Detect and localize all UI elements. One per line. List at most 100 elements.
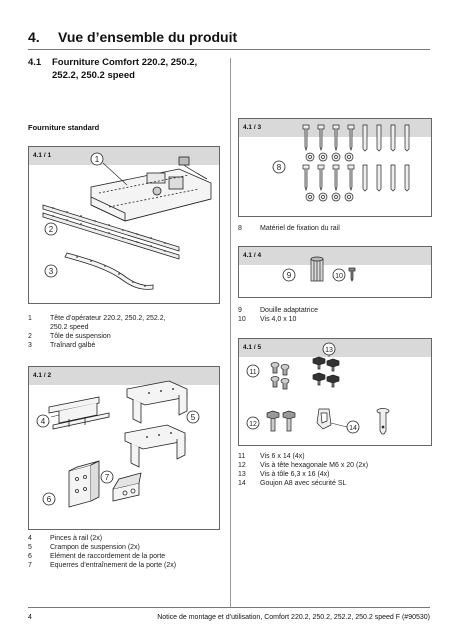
screw-6x14-drawing <box>270 362 290 390</box>
legend-text: Tôle de suspension <box>50 333 111 340</box>
callout-1 <box>90 152 104 166</box>
brackets-illustration: 4 5 6 7 <box>36 380 200 508</box>
footer-text: Notice de montage et d’utilisation, Comf… <box>157 614 430 621</box>
legend-num: 3 <box>28 342 32 349</box>
door-connection-drawing <box>68 460 100 508</box>
legend-fixing-hardware: 8 Matériel de fixation du rail <box>238 224 430 233</box>
legend-item: 5 Crampon de suspension (2x) <box>28 543 228 552</box>
legend-item: 6 Elément de raccordement de la porte <box>28 552 228 561</box>
callout-9 <box>282 268 296 282</box>
safety-clip-drawing <box>316 408 332 430</box>
legend-num: 14 <box>238 480 246 487</box>
legend-text: Matériel de fixation du rail <box>260 225 340 232</box>
fixing-hardware-illustration: 8 <box>272 124 410 202</box>
legend-text: Traînard galbé <box>50 342 96 349</box>
screw-small-drawing <box>348 267 356 282</box>
callout-3-label: 3 <box>49 267 54 276</box>
adapter-illustration: 9 10 <box>282 256 356 282</box>
suspension-plates-drawing <box>42 204 180 260</box>
callout-8-label: 8 <box>277 163 282 172</box>
legend-item: 9 Douille adaptatrice <box>238 306 430 315</box>
legend-item: 8 Matériel de fixation du rail <box>238 224 430 233</box>
column-divider <box>230 58 231 608</box>
bolt-a8-drawing <box>376 408 390 435</box>
legend-num: 13 <box>238 471 246 478</box>
screws-illustration: 13 11 12 14 <box>246 342 390 435</box>
header-divider <box>28 49 430 50</box>
legend-item: 11 Vis 6 x 14 (4x) <box>238 452 430 461</box>
legend-num: 5 <box>28 544 32 551</box>
legend-num: 4 <box>28 535 32 542</box>
legend-text: 250.2 speed <box>50 324 89 331</box>
figure-brackets: 4.1 / 2 <box>28 366 220 530</box>
callout-10-label: 10 <box>335 273 343 280</box>
rail-clamp-drawing <box>48 396 110 430</box>
legend-item: 7 Equerres d’entraînement de la porte (2x… <box>28 561 228 570</box>
legend-num <box>28 323 50 332</box>
callout-6 <box>42 492 56 506</box>
legend-text: Douille adaptatrice <box>260 307 318 314</box>
chapter-title: Vue d’ensemble du produit <box>58 29 238 45</box>
legend-num: 6 <box>28 553 32 560</box>
screws-and-plugs-drawing <box>302 124 410 202</box>
callout-2 <box>44 222 58 236</box>
figure-adapter: 4.1 / 4 9 10 <box>238 246 432 298</box>
callout-13 <box>322 342 336 356</box>
figure-fixing-hardware: 4.1 / 3 <box>238 118 432 217</box>
legend-text: Crampon de suspension (2x) <box>50 544 140 551</box>
legend-item: 13 Vis à tôle 6,3 x 16 (4x) <box>238 470 430 479</box>
callout-7 <box>100 470 114 484</box>
legend-text: Tête d’opérateur 220.2, 250.2, 252.2, <box>50 315 166 322</box>
footer-divider <box>28 607 430 608</box>
callout-3 <box>44 264 58 278</box>
callout-2-label: 2 <box>49 225 54 234</box>
subsection-title: Fourniture standard <box>28 123 100 132</box>
hex-bolt-drawing <box>266 410 296 432</box>
callout-10 <box>332 268 346 282</box>
section-title-line1: Fourniture Comfort 220.2, 250.2, <box>52 57 198 68</box>
legend-num: 7 <box>28 562 32 569</box>
figure-tag: 4.1 / 1 <box>29 147 219 165</box>
adapter-sleeve-drawing <box>310 256 324 282</box>
suspension-crampon-drawing <box>124 380 188 468</box>
legend-text: Equerres d’entraînement de la porte (2x) <box>50 562 177 569</box>
callout-5-label: 5 <box>191 413 196 422</box>
figure-tag: 4.1 / 2 <box>29 367 219 385</box>
callout-6-label: 6 <box>47 495 52 504</box>
operator-illustration: 1 2 3 <box>42 152 212 290</box>
legend-text: Vis à tête hexagonale M6 x 20 (2x) <box>260 462 369 469</box>
trailing-arm-drawing <box>64 252 154 290</box>
legend-num: 12 <box>238 462 246 469</box>
callout-14 <box>346 420 360 434</box>
legend-item: 12 Vis à tête hexagonale M6 x 20 (2x) <box>238 461 430 470</box>
operator-head-drawing <box>90 156 212 222</box>
legend-num: 9 <box>238 307 242 314</box>
callout-1-label: 1 <box>95 155 100 164</box>
callout-4-label: 4 <box>41 417 46 426</box>
callout-11 <box>246 364 260 378</box>
legend-item: 250.2 speed <box>28 323 218 332</box>
section-title-line2: 252.2, 250.2 speed <box>52 70 135 81</box>
sheet-metal-screw-drawing <box>312 356 340 388</box>
callout-9-label: 9 <box>287 271 292 280</box>
figure-operator: 4.1 / 1 <box>28 146 220 304</box>
figure-tag: 4.1 / 4 <box>239 247 431 265</box>
legend-text: Vis 6 x 14 (4x) <box>260 453 305 460</box>
legend-num: 8 <box>238 225 242 232</box>
page-number: 4 <box>28 614 32 621</box>
legend-item: 3 Traînard galbé <box>28 341 218 350</box>
legend-text: Vis 4,0 x 10 <box>260 316 297 323</box>
callout-4 <box>36 414 50 428</box>
callout-7-label: 7 <box>105 473 110 482</box>
legend-text: Elément de raccordement de la porte <box>50 553 166 560</box>
legend-text: Vis à tôle 6,3 x 16 (4x) <box>260 471 330 478</box>
legend-num: 11 <box>238 453 246 460</box>
drive-bracket-drawing <box>112 472 142 502</box>
